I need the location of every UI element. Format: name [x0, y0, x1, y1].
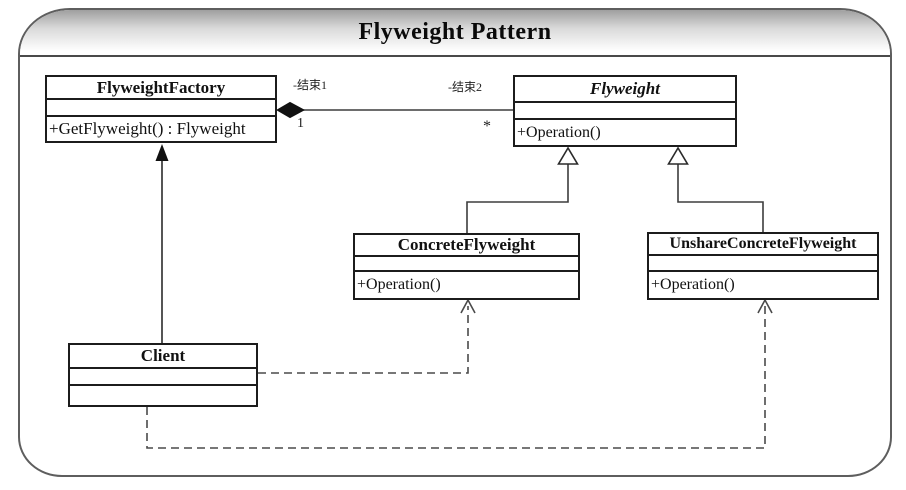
attributes-compartment [355, 255, 578, 272]
methods-compartment [70, 386, 256, 403]
attributes-compartment [515, 101, 735, 120]
association-end1-multiplicity: 1 [297, 116, 304, 131]
hollow-triangle-icon [557, 146, 579, 165]
class-concrete-flyweight[interactable]: ConcreteFlyweight +Operation() [353, 233, 580, 300]
class-flyweight-factory[interactable]: FlyweightFactory +GetFlyweight() : Flywe… [45, 75, 277, 143]
methods-compartment: +Operation() [517, 123, 601, 141]
class-client[interactable]: Client [68, 343, 258, 407]
association-end2-label: -结束2 [448, 80, 482, 94]
diagram-title-band: Flyweight Pattern [20, 10, 890, 57]
class-name: Client [140, 346, 186, 365]
methods-compartment: +GetFlyweight() : Flyweight [49, 119, 246, 138]
composition-diamond-icon [275, 101, 306, 119]
class-name: UnshareConcreteFlyweight [669, 235, 857, 252]
association-end2-multiplicity: * [483, 118, 491, 135]
diagram-title: Flyweight Pattern [358, 19, 552, 45]
class-unshare-concrete-flyweight[interactable]: UnshareConcreteFlyweight +Operation() [647, 232, 879, 300]
generalization-link-unshare-flyweight[interactable] [667, 146, 764, 232]
association-end1-label: -结束1 [293, 78, 327, 92]
association-link-client-factory[interactable] [155, 144, 169, 343]
attributes-compartment [47, 98, 275, 117]
methods-compartment: +Operation() [357, 276, 441, 293]
filled-arrowhead-icon [155, 144, 169, 161]
open-arrowhead-icon [460, 298, 476, 314]
class-name: FlyweightFactory [96, 77, 226, 97]
attributes-compartment [649, 254, 877, 272]
hollow-triangle-icon [667, 146, 689, 165]
class-flyweight[interactable]: Flyweight +Operation() [513, 75, 737, 147]
methods-compartment: +Operation() [651, 276, 735, 293]
composition-link-factory-flyweight[interactable] [275, 101, 513, 119]
class-name: ConcreteFlyweight [397, 235, 536, 254]
generalization-link-concrete-flyweight[interactable] [466, 146, 579, 233]
dependency-link-client-concrete[interactable] [258, 298, 476, 374]
open-arrowhead-icon [757, 298, 773, 314]
attributes-compartment [70, 367, 256, 386]
class-name: Flyweight [590, 79, 660, 98]
dependency-link-client-unshare[interactable] [146, 298, 773, 449]
